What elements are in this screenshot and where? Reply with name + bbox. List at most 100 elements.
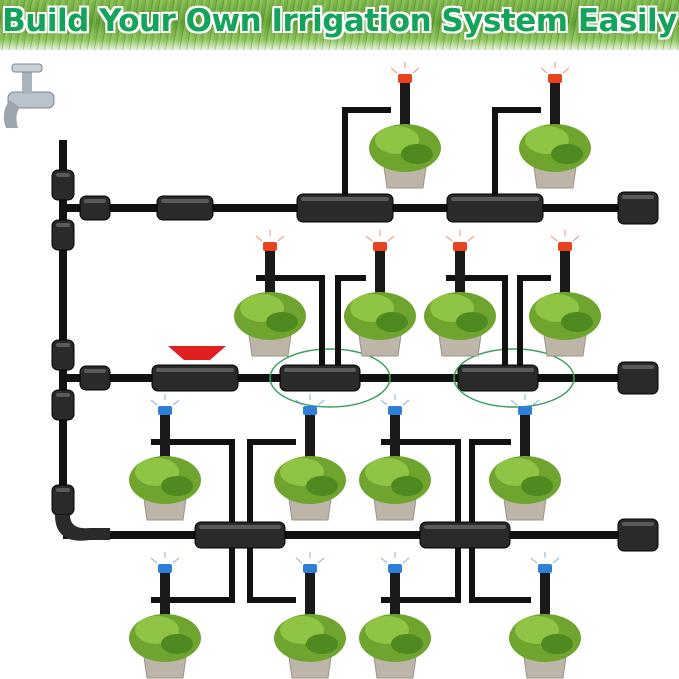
plant-row3-2-sprinkler-head-icon [303,406,317,415]
end-cap-1 [617,191,659,225]
end-cap-2-body [617,361,659,395]
plant-row1-2-spray-icon [540,62,570,74]
plant-row4-2 [247,548,346,679]
valve-handle-icon [168,346,226,360]
plant-row2-4-sprinkler-head-icon [558,242,572,251]
plant-row1-1-foliage-dark [401,144,433,164]
dual-outlet-connector-row2-1 [457,364,539,392]
plant-row4-2-spray-icon [295,552,325,564]
dual-outlet-connector-row2-0 [279,364,361,392]
plant-row2-1-stake [265,248,275,293]
plant-row1-1-stake [400,80,410,125]
plant-row2-2-feed-tube [335,275,366,366]
plant-row4-1-stake [160,570,170,615]
tee-fitting-5-shine [84,369,106,373]
plant-row2-2-spray-icon [365,230,395,242]
plant-row4-1 [129,548,235,679]
grass-banner [0,0,679,50]
plant-row1-2 [492,62,591,196]
tee-fitting-1-body [51,219,75,251]
plant-row4-1-spray-icon [150,552,180,564]
plant-row1-1-feed-tube [342,107,391,196]
four-way-connector-row3-1 [419,521,511,549]
tee-fitting-4-shine [56,393,70,397]
plant-row3-1-feed-tube [151,439,235,523]
plant-row3-1 [129,394,235,523]
plant-row2-1-foliage-dark [266,312,298,332]
four-way-connector-row3-0 [194,521,286,549]
dual-outlet-connector-row2-0-shine [284,368,356,372]
tee-fitting-2 [79,195,111,221]
plant-row2-1-spray-icon [255,230,285,242]
tee-fitting-4 [51,389,75,421]
plant-row4-1-feed-tube [151,548,235,603]
plant-row2-2 [335,230,416,366]
plant-row2-2-stake [375,248,385,293]
plant-row2-3-feed-tube [446,275,508,366]
plant-row1-2-foliage-dark [551,144,583,164]
tee-fitting-5 [79,365,111,391]
plant-row4-2-sprinkler-head-icon [303,564,317,573]
plant-row3-1-stake [160,412,170,457]
plant-row4-1-foliage-dark [161,634,193,654]
tee-connector-row1-0 [296,193,394,223]
plant-row4-3-foliage-dark [391,634,423,654]
plant-row3-2-spray-icon [295,394,325,406]
plant-row3-3-stake [390,412,400,457]
tee-fitting-6 [51,484,75,516]
valve-body-shine [156,368,234,372]
valve-body [151,364,239,392]
plant-row4-1-sprinkler-head-icon [158,564,172,573]
tee-fitting-1-shine [56,223,70,227]
plant-row2-2-foliage-dark [376,312,408,332]
faucet-spout [3,100,20,128]
tee-connector-row1-0-shine [301,197,389,201]
plant-row2-4-foliage-dark [561,312,593,332]
straight-connector-shine [161,199,209,203]
plant-row3-2-foliage-dark [306,476,338,496]
shutoff-valve [168,346,226,360]
four-way-connector-row3-0-shine [199,525,281,529]
end-cap-1-body [617,191,659,225]
plant-row3-4 [469,394,561,523]
plant-row2-3-spray-icon [445,230,475,242]
tee-fitting-6-shine [56,488,70,492]
end-cap-2-shine [622,365,654,369]
plant-row3-2 [247,394,346,523]
plant-row3-1-sprinkler-head-icon [158,406,172,415]
plant-row4-3-sprinkler-head-icon [388,564,402,573]
elbow-fitting [55,515,110,541]
plant-row2-2-sprinkler-head-icon [373,242,387,251]
end-cap-3-body [617,518,659,552]
faucet-handle [11,63,43,73]
tee-fitting-3-shine [56,343,70,347]
end-cap-1-shine [622,195,654,199]
plant-row2-4-feed-tube [517,275,551,366]
plant-row4-4-foliage-dark [541,634,573,654]
tee-fitting-1 [51,219,75,251]
plant-row3-3 [359,394,461,523]
plant-row1-2-sprinkler-head-icon [548,74,562,83]
plant-row3-4-spray-icon [510,394,540,406]
four-way-connector-row3-1-shine [424,525,506,529]
plant-row2-4 [517,230,601,366]
plant-row3-1-foliage-dark [161,476,193,496]
plant-row4-4-feed-tube [469,548,531,603]
plant-row2-4-spray-icon [550,230,580,242]
plant-row3-2-feed-tube [247,439,296,523]
plant-row4-3-feed-tube [381,548,461,603]
plant-row4-4-sprinkler-head-icon [538,564,552,573]
plant-row4-3 [359,548,461,679]
plant-row4-4-stake [540,570,550,615]
tee-fitting-0 [51,169,75,201]
plant-row3-2-stake [305,412,315,457]
highlight-ring-1 [453,348,575,408]
plant-row1-1 [342,62,441,196]
plant-row3-3-foliage-dark [391,476,423,496]
tee-fitting-4-body [51,389,75,421]
end-cap-2 [617,361,659,395]
dual-outlet-connector-row2-1-shine [462,368,534,372]
plant-row2-3-sprinkler-head-icon [453,242,467,251]
tee-fitting-0-body [51,169,75,201]
